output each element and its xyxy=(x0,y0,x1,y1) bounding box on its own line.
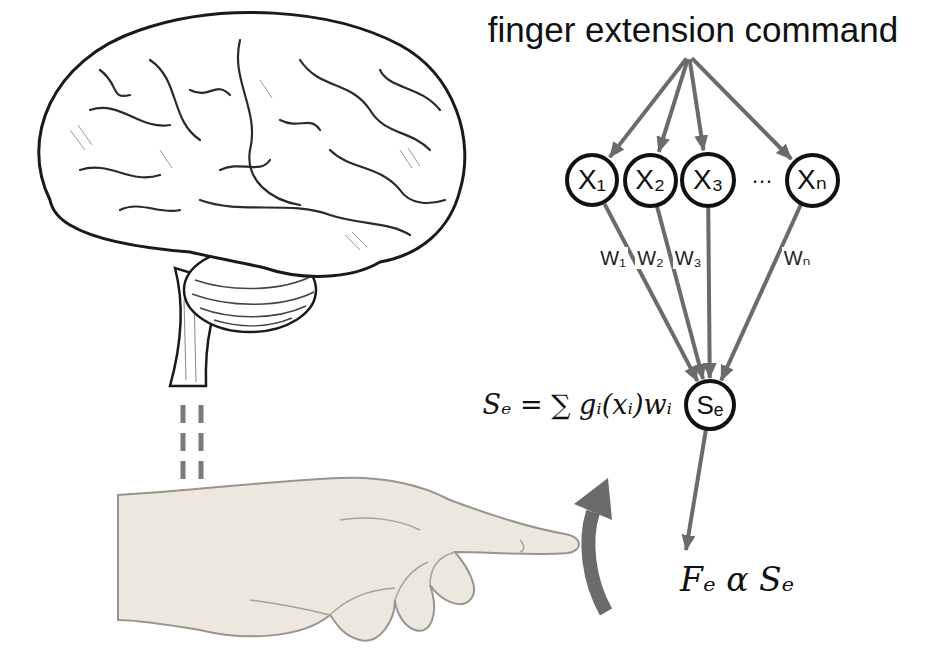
command-label: finger extension command xyxy=(488,11,899,50)
cerebrum xyxy=(39,12,465,276)
sum-formula: Sₑ = ∑ gᵢ(xᵢ)wᵢ xyxy=(482,390,672,420)
command-arrow xyxy=(659,59,688,152)
node-label: Sₑ xyxy=(696,392,723,418)
neuron-circle: X₁ xyxy=(565,153,619,207)
force-relation: Fₑ α Sₑ xyxy=(680,562,794,598)
weight-connection xyxy=(721,205,800,380)
weight-label: W₃ xyxy=(673,247,704,269)
weight-connection xyxy=(708,208,710,378)
node-label: Xₙ xyxy=(797,166,827,194)
brain-gyri xyxy=(80,40,445,235)
command-arrow xyxy=(610,58,687,157)
weight-label: W₂ xyxy=(635,247,666,269)
extension-arrowhead xyxy=(574,478,612,520)
weight-connection xyxy=(605,204,698,381)
hand xyxy=(118,478,579,641)
neuron-circle: Xₙ xyxy=(785,153,840,208)
weight-connection xyxy=(657,207,703,379)
node-label: X₁ xyxy=(578,166,606,194)
neuron-circle: X₂ xyxy=(623,153,678,208)
neuron-circle: Sₑ xyxy=(684,379,736,431)
cerebellum-folds xyxy=(192,276,314,326)
node-label: X₃ xyxy=(693,166,723,194)
brain-hatching xyxy=(70,80,420,250)
ellipsis: … xyxy=(751,164,773,188)
weight-label: W₁ xyxy=(598,247,628,269)
output-arrow xyxy=(686,431,706,550)
node-label: X₂ xyxy=(635,166,665,194)
weight-label: Wₙ xyxy=(782,247,813,269)
neuron-circle: X₃ xyxy=(680,152,736,208)
command-arrow xyxy=(690,59,704,150)
command-arrow xyxy=(692,58,791,159)
hand-detail xyxy=(250,518,524,615)
extension-arrow xyxy=(588,512,606,612)
